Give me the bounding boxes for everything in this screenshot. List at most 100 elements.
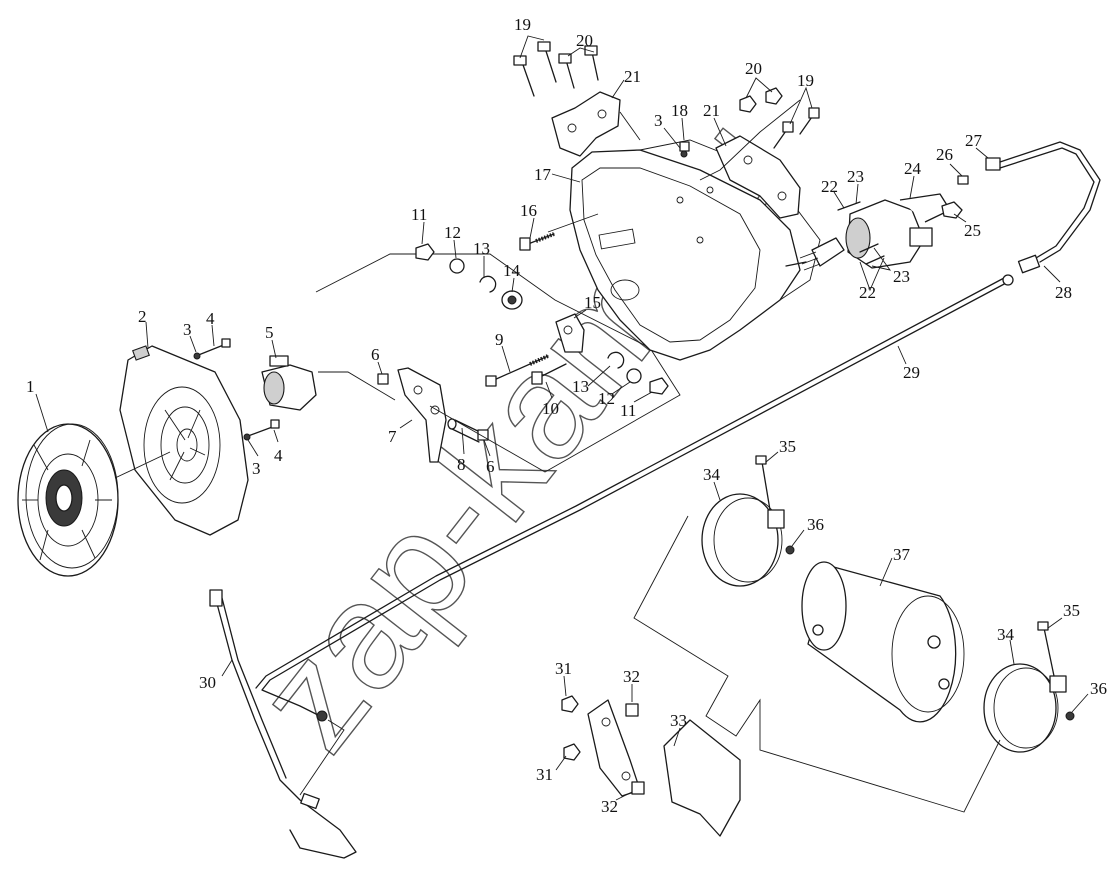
label-16: 16 — [520, 201, 537, 220]
bolt-32b — [631, 781, 645, 795]
label-12a: 12 — [444, 223, 461, 242]
label-12b: 12 — [598, 389, 615, 408]
label-32b: 32 — [601, 797, 618, 816]
bolts-20a — [558, 45, 599, 89]
label-17: 17 — [534, 165, 552, 184]
clutch-booster — [785, 193, 951, 271]
release-fork — [397, 367, 447, 463]
label-26: 26 — [936, 145, 953, 164]
bolts-19b — [773, 107, 820, 149]
label-30: 30 — [199, 673, 216, 692]
label-4b: 4 — [274, 446, 283, 465]
bolts-19a — [513, 41, 557, 97]
strap-34a — [701, 493, 785, 587]
hose-30 — [215, 599, 357, 859]
bushing-6a — [377, 373, 389, 385]
bolt-35a — [755, 455, 771, 511]
label-4a: 4 — [206, 309, 215, 328]
bracket-21b — [715, 135, 801, 219]
pressure-plate — [119, 345, 249, 536]
bolt-lower — [243, 419, 280, 441]
bolt-18 — [679, 141, 690, 158]
release-bearing — [261, 355, 317, 411]
label-32a: 32 — [623, 667, 640, 686]
label-24: 24 — [904, 159, 922, 178]
label-6b: 6 — [486, 457, 495, 476]
label-34b: 34 — [997, 625, 1015, 644]
label-21b: 21 — [703, 101, 720, 120]
label-31a: 31 — [555, 659, 572, 678]
label-18: 18 — [671, 101, 688, 120]
bolt-16 — [519, 232, 555, 251]
nut-36b — [1065, 711, 1075, 721]
label-35a: 35 — [779, 437, 796, 456]
label-6a: 6 — [371, 345, 380, 364]
label-20a: 20 — [576, 31, 593, 50]
label-3b: 3 — [252, 459, 261, 478]
fitting-25 — [941, 201, 963, 219]
line-29 — [261, 281, 1009, 717]
label-19a: 19 — [514, 15, 531, 34]
label-20b: 20 — [745, 59, 762, 78]
label-35b: 35 — [1063, 601, 1080, 620]
label-1: 1 — [26, 377, 35, 396]
label-19b: 19 — [797, 71, 814, 90]
label-36b: 36 — [1090, 679, 1107, 698]
label-3a: 3 — [183, 320, 192, 339]
bracket-21a — [551, 91, 621, 157]
bolt-9 — [485, 354, 549, 387]
label-11a: 11 — [411, 205, 427, 224]
bolt-32a — [625, 703, 639, 717]
pipe-28 — [999, 141, 1101, 263]
label-2: 2 — [138, 307, 147, 326]
label-33: 33 — [670, 711, 687, 730]
bolt-35b — [1037, 621, 1055, 677]
nut-31a — [561, 695, 579, 713]
bracket-15 — [555, 313, 585, 353]
nut-11b — [649, 377, 669, 395]
label-13a: 13 — [473, 239, 490, 258]
air-tank — [801, 561, 965, 723]
label-10: 10 — [542, 399, 559, 418]
label-29: 29 — [903, 363, 920, 382]
bushing-14 — [501, 290, 523, 310]
ring-13b — [607, 351, 625, 369]
label-37: 37 — [893, 545, 911, 564]
nuts-20b — [739, 87, 783, 113]
nut-11a — [415, 243, 435, 261]
label-28: 28 — [1055, 283, 1072, 302]
label-13b: 13 — [572, 377, 589, 396]
clutch-housing — [569, 139, 821, 361]
label-5: 5 — [265, 323, 274, 342]
nut-31b — [563, 743, 581, 761]
strap-34b — [983, 663, 1067, 753]
nut-36a — [785, 545, 795, 555]
clutch-disc — [17, 423, 119, 577]
label-25: 25 — [964, 221, 981, 240]
label-36a: 36 — [807, 515, 824, 534]
label-22b: 22 — [859, 283, 876, 302]
label-9: 9 — [495, 330, 504, 349]
bolt-upper — [193, 338, 231, 360]
label-27: 27 — [965, 131, 983, 150]
label-15: 15 — [584, 293, 601, 312]
label-14: 14 — [503, 261, 521, 280]
label-23a: 23 — [847, 167, 864, 186]
label-11b: 11 — [620, 401, 636, 420]
fitting-26 — [957, 175, 969, 185]
ring-13a — [479, 275, 497, 293]
bolt-10 — [531, 363, 567, 385]
label-31b: 31 — [536, 765, 553, 784]
label-3c: 3 — [654, 111, 663, 130]
label-7: 7 — [388, 427, 397, 446]
fitting-27 — [985, 157, 1001, 171]
label-22a: 22 — [821, 177, 838, 196]
label-23b: 23 — [893, 267, 910, 286]
part-labels: 1 2 3 4 3 4 5 6 7 8 6 9 10 11 12 13 14 — [26, 15, 1107, 816]
label-34a: 34 — [703, 465, 721, 484]
washer-12b — [626, 368, 642, 384]
bracket-33 — [587, 699, 741, 837]
label-21a: 21 — [624, 67, 641, 86]
label-8: 8 — [457, 455, 466, 474]
